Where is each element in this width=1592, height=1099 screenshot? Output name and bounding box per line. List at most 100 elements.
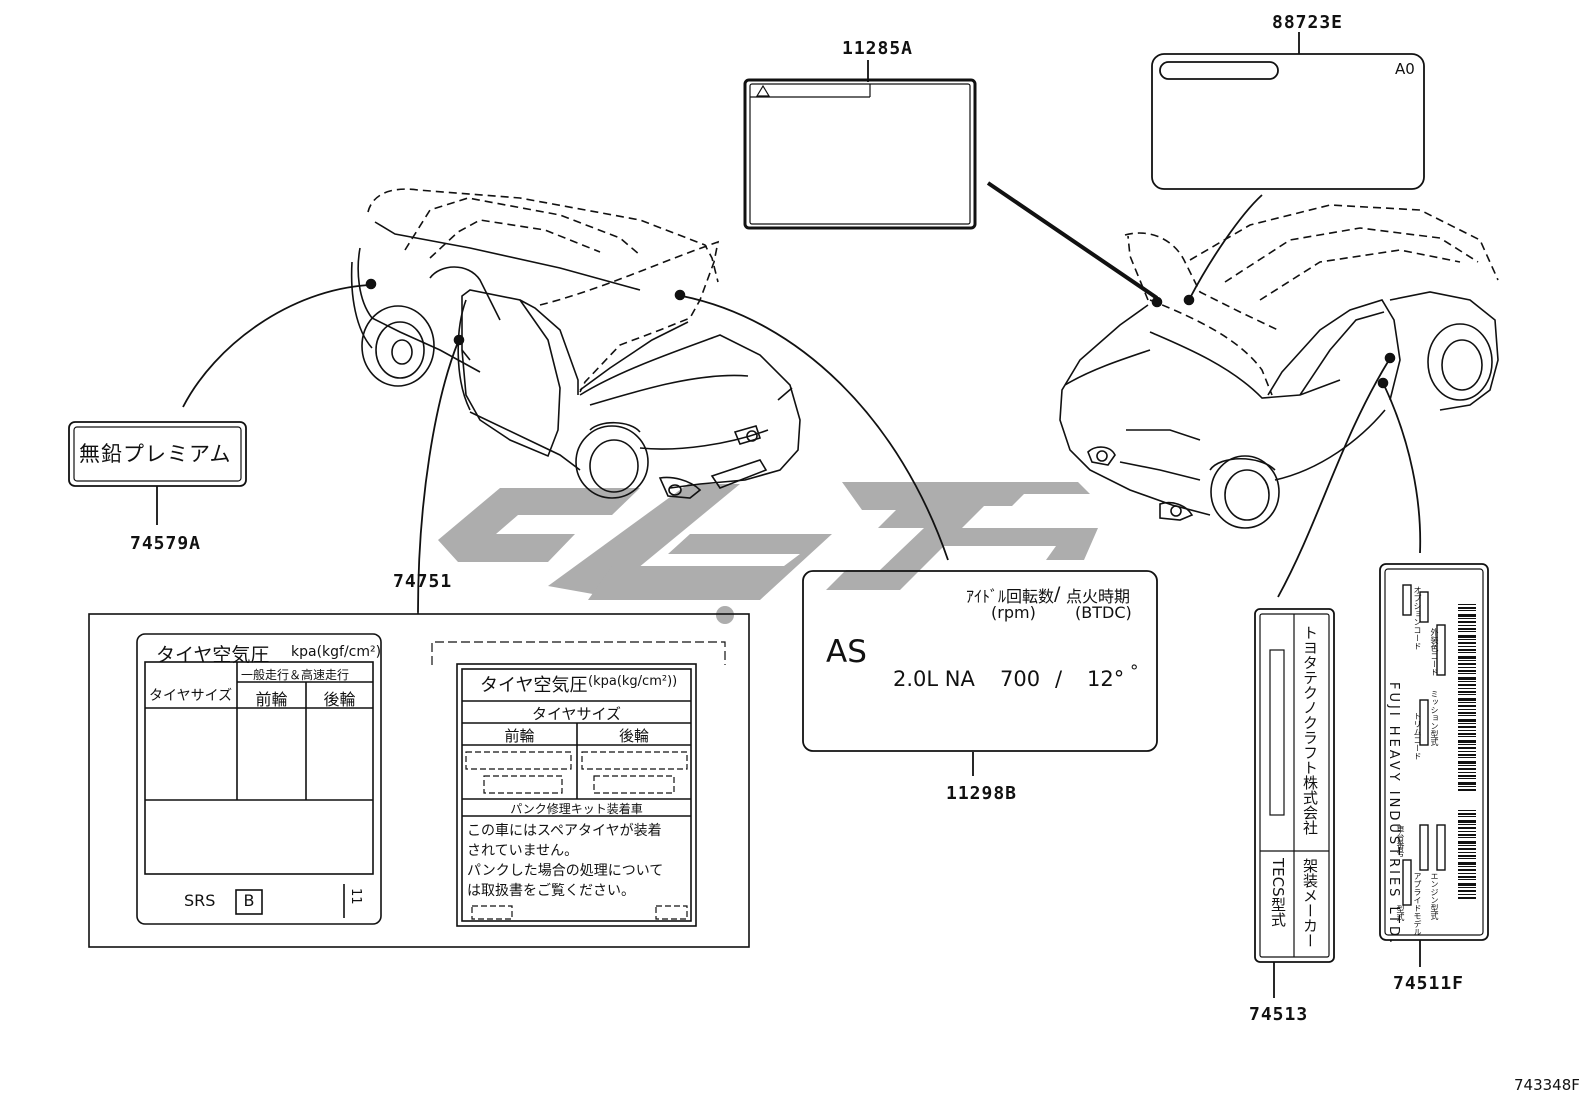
barcode-bar: [1458, 698, 1476, 701]
field-exterior-color: 外装色コード: [1430, 628, 1439, 676]
barcode-bar: [1458, 712, 1476, 714]
ignition-timing-header: 点火時期: [1066, 587, 1131, 606]
barcode-bar: [1458, 642, 1476, 644]
barcode-bar: [1458, 862, 1476, 865]
barcode-bar: [1458, 730, 1476, 731]
leader-lines: [156, 32, 1422, 998]
barcode-bar: [1458, 719, 1476, 722]
header-slash: /: [1054, 583, 1061, 605]
barcode-bar: [1458, 652, 1476, 653]
label-74513-maker: トヨタテクノクラフト株式会社: [1301, 625, 1319, 835]
engine-code: AS: [826, 634, 867, 670]
barcode-bar: [1458, 670, 1476, 672]
barcode-bar: [1458, 726, 1476, 728]
barcode-bar: [1458, 816, 1476, 817]
barcode-bar: [1458, 667, 1476, 668]
figure-id: 743348F: [1514, 1076, 1580, 1094]
tire-a-rear-header: 後輪: [323, 690, 356, 709]
idle-speed-header: ｱｲﾄﾞﾙ回転数: [966, 587, 1055, 606]
label-88723e-outline: [1151, 53, 1425, 190]
car-left-drawing: [350, 188, 801, 499]
tire-a-size-header: タイヤサイズ: [149, 688, 233, 704]
barcode-bar: [1458, 621, 1476, 623]
barcode-bar: [1458, 709, 1476, 710]
barcode-bar: [1458, 848, 1476, 850]
barcode-bar: [1458, 887, 1476, 888]
barcode-bar: [1458, 684, 1476, 686]
label-88723e-code: A0: [1395, 60, 1415, 78]
barcode-bar: [1458, 747, 1476, 749]
field-option-code: オプションコード: [1413, 586, 1422, 650]
barcode-bar: [1458, 890, 1476, 892]
timing-suffix: °: [1130, 662, 1139, 682]
notice-line-4: は取扱書をご覧ください。: [467, 883, 635, 899]
barcode-bar: [1458, 841, 1476, 844]
srs-box-letter: B: [243, 891, 255, 910]
barcode-bar: [1458, 761, 1476, 764]
barcode-bar: [1458, 834, 1476, 836]
barcode-bar: [1458, 660, 1476, 661]
srs-label: SRS: [184, 891, 216, 910]
barcode-bar: [1458, 614, 1476, 617]
field-chassis-number: 車台番号: [1396, 825, 1405, 857]
tire-a-subhead: 一般走行＆高速走行: [241, 668, 350, 682]
barcode-bar: [1458, 757, 1476, 758]
label-74513-tecs: TECS型式: [1269, 858, 1287, 927]
barcode-bar: [1458, 646, 1476, 647]
barcode-bar: [1458, 618, 1476, 619]
label-11285a-outline: [743, 78, 977, 230]
tire-b-title: タイヤ空気圧: [480, 675, 588, 696]
barcode-bar: [1458, 897, 1476, 899]
tire-b-unit: (kpa(kg/cm²)): [588, 674, 678, 689]
barcode-bar: [1458, 736, 1476, 737]
barcode-bar: [1458, 649, 1476, 651]
barcode-bar: [1458, 733, 1476, 735]
barcode-bar: [1458, 702, 1476, 703]
tire-a-unit: kpa(kgf/cm²): [291, 644, 382, 660]
notice-line-2: されていません。: [467, 843, 579, 859]
barcode-bar: [1458, 705, 1476, 707]
notice-line-1: この車にはスペアタイヤが装着: [467, 823, 662, 839]
barcode-bar: [1458, 866, 1476, 867]
barcode-bar: [1458, 883, 1476, 886]
label-74511f-company: FUJI HEAVY INDUSTRIES LTD.: [1386, 682, 1401, 947]
barcode-bar: [1458, 782, 1476, 785]
barcode-bar: [1458, 765, 1476, 766]
barcode-bar: [1458, 628, 1476, 630]
field-trim-code: トリムコード: [1413, 712, 1422, 760]
barcode-bar: [1458, 820, 1476, 823]
part-number-74513: 74513: [1249, 1004, 1309, 1025]
barcode-bar: [1458, 631, 1476, 632]
part-number-74579a: 74579A: [130, 533, 202, 554]
label-74511f-outline: [1379, 563, 1489, 941]
field-applied-model: アプライドモデル: [1413, 872, 1422, 936]
part-number-88723e: 88723E: [1272, 12, 1344, 33]
tire-a-mark: 11: [348, 888, 363, 905]
barcode-bar: [1458, 837, 1476, 838]
field-engine-model: エンジン型式: [1430, 872, 1439, 920]
part-number-11298b: 11298B: [946, 783, 1018, 804]
part-number-74751: 74751: [393, 571, 453, 592]
notice-line-3: パンクした場合の処理について: [467, 863, 664, 879]
barcode-bar: [1458, 663, 1476, 665]
barcode-bar: [1458, 604, 1476, 605]
tire-a-title: タイヤ空気圧: [156, 644, 270, 666]
tire-a-front-header: 前輪: [255, 690, 288, 709]
barcode-bar: [1458, 831, 1476, 832]
barcode-bar: [1458, 858, 1476, 859]
barcode-bar: [1458, 610, 1476, 611]
barcode-bar: [1458, 723, 1476, 724]
btdc-unit: (BTDC): [1075, 603, 1132, 622]
field-model: 型式: [1396, 905, 1405, 921]
barcode-bar: [1458, 673, 1476, 674]
label-74513-outline: [1254, 608, 1335, 963]
tire-b-front-header: 前輪: [504, 727, 535, 745]
barcode-bar: [1458, 681, 1476, 682]
barcode-bar: [1458, 751, 1476, 752]
barcode-bar: [1458, 873, 1476, 874]
barcode-bar: [1458, 607, 1476, 609]
watermark-logo: [438, 482, 1098, 624]
barcode-bar: [1458, 694, 1476, 695]
barcode-bar: [1458, 639, 1476, 640]
